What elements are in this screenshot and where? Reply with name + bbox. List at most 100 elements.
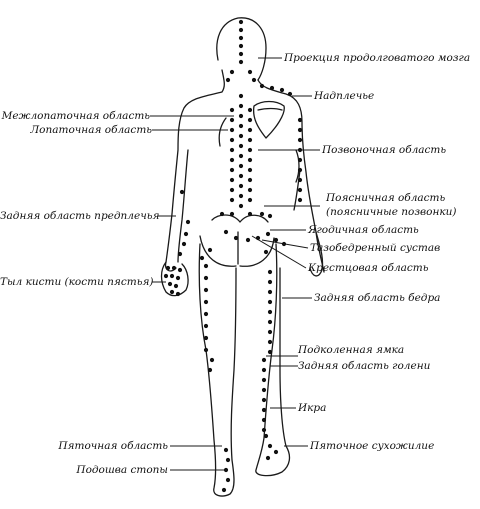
acupoint-dot [297, 187, 303, 193]
acupoint-dot [225, 457, 231, 463]
acupoint-dot [229, 69, 235, 75]
acupoint-dot [238, 51, 244, 57]
acupoint-dot [171, 265, 177, 271]
label-interscapular: Межлопаточная область [1, 110, 150, 122]
acupoint-dot [229, 187, 235, 193]
label-lumbar: Поясничная область [326, 192, 446, 204]
acupoint-dot [238, 123, 244, 129]
acupoint-dot [297, 117, 303, 123]
acupoint-dot [297, 157, 303, 163]
acupoint-dot [247, 177, 253, 183]
acupoint-dot [203, 347, 209, 353]
label-achilles: Пяточное сухожилие [310, 440, 435, 452]
label-lumbar-vertebrae: (поясничные позвонки) [326, 206, 457, 218]
acupoint-dot [247, 211, 253, 217]
acupoint-dot [261, 367, 267, 373]
acupoint-dot [207, 247, 213, 253]
acupoint-dot [203, 287, 209, 293]
acupoint-dot [207, 367, 213, 373]
acupoint-dot [223, 229, 229, 235]
leader-lines [150, 57, 320, 471]
acupoint-dot [238, 27, 244, 33]
acupoint-dot [229, 197, 235, 203]
acupoint-dot [255, 235, 261, 241]
acupoint-dot [261, 417, 267, 423]
acupoint-dot [203, 311, 209, 317]
label-hand: Тыл кисти (кости пястья) [0, 276, 154, 288]
acupoint-dot [238, 59, 244, 65]
acupoint-dot [238, 203, 244, 209]
acupoint-dot [203, 323, 209, 329]
acupoint-dot [259, 83, 265, 89]
acupoint-dot [297, 137, 303, 143]
acupoint-dot [203, 263, 209, 269]
acupoint-dot [203, 299, 209, 305]
acupoint-dot [263, 249, 269, 255]
acupoint-dot [247, 137, 253, 143]
acupoint-dot [247, 197, 253, 203]
acupoint-dot [169, 273, 175, 279]
acupoint-dot [297, 197, 303, 203]
acupoint-dot [169, 289, 175, 295]
acupoint-dot [165, 265, 171, 271]
label-spinal: Позвоночная область [322, 144, 447, 156]
acupoint-dot [267, 319, 273, 325]
acupoint-dot [238, 113, 244, 119]
acupoint-dot [229, 147, 235, 153]
acupoint-dot [229, 127, 235, 133]
acupoint-dot [238, 19, 244, 25]
acupoint-dot [209, 357, 215, 363]
acupoint-dot [247, 187, 253, 193]
acupoint-dot [238, 193, 244, 199]
acupoint-dot [247, 167, 253, 173]
acupoint-dot [247, 117, 253, 123]
acupoint-dot [247, 127, 253, 133]
acupoint-dot [259, 211, 265, 217]
label-scapular: Лопаточная область [30, 124, 152, 136]
acupoint-dot [238, 133, 244, 139]
acupoint-dot [273, 449, 279, 455]
acupoint-dot [279, 87, 285, 93]
acupoint-dot [267, 349, 273, 355]
acupoint-dot [261, 357, 267, 363]
acupoint-dot [181, 241, 187, 247]
acupoint-dot [225, 477, 231, 483]
acupoint-dot [185, 219, 191, 225]
scapula-outline [252, 100, 285, 139]
acupoint-dot [177, 267, 183, 273]
acupoint-dot [223, 467, 229, 473]
acupoint-dot [261, 407, 267, 413]
acupoint-dot [267, 279, 273, 285]
acupoint-dot [238, 35, 244, 41]
acupoint-dot [238, 143, 244, 149]
acupoint-dot [267, 213, 273, 219]
label-heel: Пяточная область [58, 440, 168, 452]
acupoint-dot [247, 69, 253, 75]
acupoint-dot [175, 275, 181, 281]
label-sacral: Крестцовая область [308, 262, 429, 274]
label-medulla: Проекция продолговатого мозга [284, 52, 471, 64]
torso-outline [164, 69, 225, 272]
acupoint-dot [247, 107, 253, 113]
left-leg-outline [198, 243, 237, 497]
acupoint-dot [267, 309, 273, 315]
acupoint-dot [238, 153, 244, 159]
acupoint-dot [247, 147, 253, 153]
acupoint-dot [269, 85, 275, 91]
acupoint-dot [297, 147, 303, 153]
acupoint-dot [267, 299, 273, 305]
acupoint-dot [238, 103, 244, 109]
label-shoulder-girdle: Надплечье [314, 90, 375, 102]
acupoint-dot [183, 231, 189, 237]
label-sole: Подошва стопы [76, 464, 168, 476]
acupoint-dot [267, 339, 273, 345]
acupoint-dot [229, 177, 235, 183]
head-outline [216, 17, 267, 81]
label-hip-joint: Тазобедренный сустав [310, 242, 441, 254]
acupoint-dot [238, 163, 244, 169]
acupoint-dots [163, 19, 303, 493]
acupoint-dot [177, 251, 183, 257]
label-calf: Икра [298, 402, 327, 414]
acupoint-dot [267, 289, 273, 295]
